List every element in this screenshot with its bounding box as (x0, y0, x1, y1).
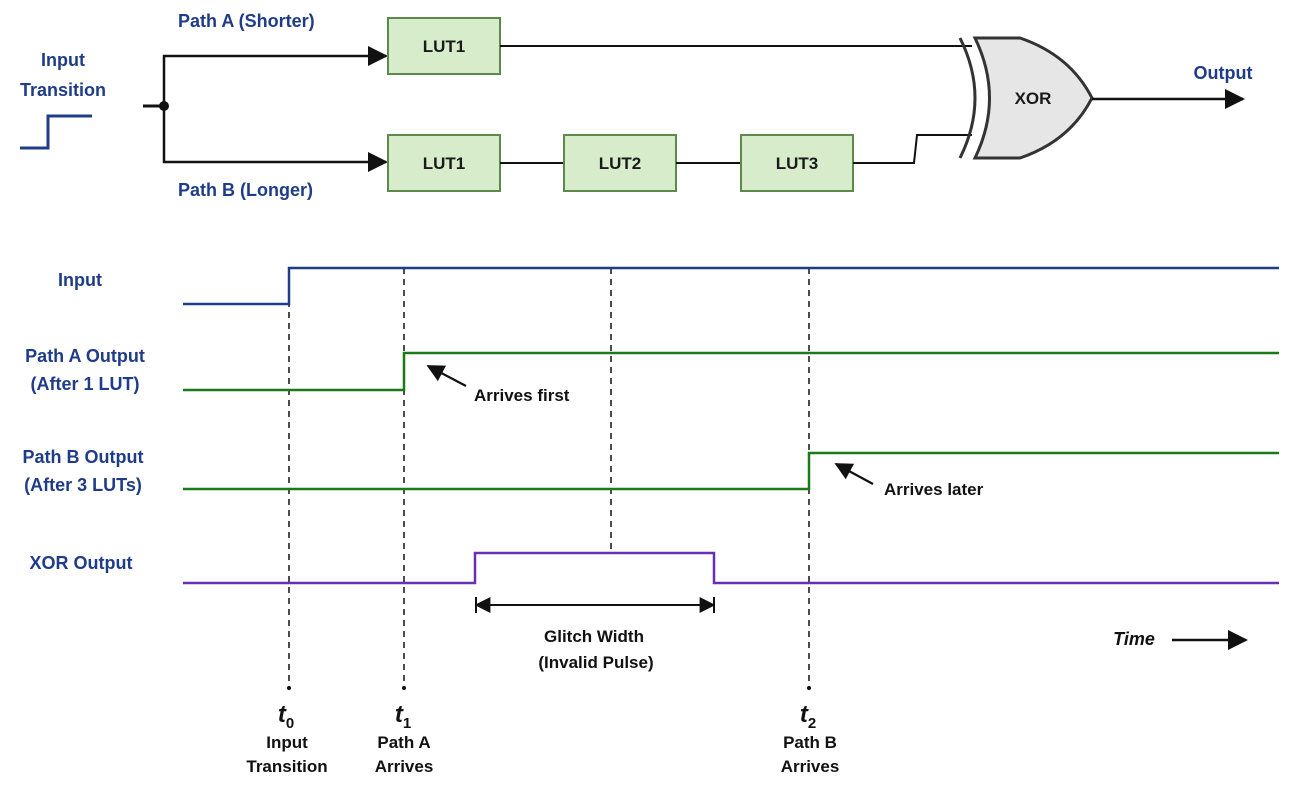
svg-text:t1: t1 (395, 701, 411, 732)
t0-caption-line2: Transition (246, 757, 327, 776)
t1-marker: t1 Path A Arrives (375, 701, 434, 776)
input-transition-label-line1: Input (41, 50, 85, 70)
step-waveform-icon (20, 114, 92, 150)
arrives-first-label: Arrives first (474, 386, 570, 405)
t2-caption-line2: Arrives (781, 757, 840, 776)
t2-symbol: t (800, 701, 809, 728)
path-a-lut1-label: LUT1 (423, 37, 466, 56)
path-a-wire-in (162, 46, 388, 106)
svg-text:t0: t0 (278, 701, 294, 732)
path-a-output-label-line1: Path A Output (25, 346, 145, 366)
time-axis-label: Time (1113, 629, 1155, 649)
timing-diagram: Input Path A Output (After 1 LUT) Path B… (23, 266, 1279, 776)
arrives-later-label: Arrives later (884, 480, 984, 499)
path-b-output-waveform (183, 451, 1279, 491)
xor-gate-body (972, 36, 1094, 160)
path-a-output-waveform (183, 351, 1279, 392)
glitch-width-label-line2: (Invalid Pulse) (538, 653, 653, 672)
path-b-lut2-label: LUT2 (599, 154, 642, 173)
path-a-output-label-line2: (After 1 LUT) (31, 374, 140, 394)
path-b-lut3-label: LUT3 (776, 154, 819, 173)
path-b-output-label-line2: (After 3 LUTs) (24, 475, 142, 495)
xor-gate: XOR (958, 36, 1094, 160)
t2-subscript: 2 (808, 715, 816, 732)
t0-symbol: t (278, 701, 287, 728)
path-b-lut1-box (387, 134, 501, 192)
input-signal-label: Input (58, 270, 102, 290)
arrives-first-arrow (426, 365, 467, 387)
t0-caption-line1: Input (266, 733, 308, 752)
path-b-wire-out (853, 134, 972, 164)
t1-symbol: t (395, 701, 404, 728)
output-label: Output (1194, 63, 1253, 83)
t2-marker-dot (807, 686, 811, 690)
input-transition-label-line2: Transition (20, 80, 106, 100)
path-b-label: Path B (Longer) (178, 180, 313, 200)
t0-marker-dot (287, 686, 291, 690)
xor-gate-label: XOR (1015, 89, 1052, 108)
path-b-lut3-box (740, 134, 854, 192)
svg-text:t2: t2 (800, 701, 816, 732)
xor-output-label: XOR Output (30, 553, 133, 573)
xor-gate-input-arc (958, 37, 977, 159)
path-b-lut1-label: LUT1 (423, 154, 466, 173)
path-a-label: Path A (Shorter) (178, 11, 315, 31)
xor-output-waveform (183, 551, 1279, 585)
t0-subscript: 0 (286, 715, 294, 732)
arrives-later-arrow (834, 463, 874, 485)
glitch-width-label-line1: Glitch Width (544, 627, 644, 646)
path-b-wire-in (162, 106, 388, 172)
circuit-schematic: Input Transition Path A (Shorter) LUT1 P… (20, 11, 1253, 200)
t2-marker: t2 Path B Arrives (781, 701, 840, 776)
t0-marker: t0 Input Transition (246, 701, 327, 776)
t1-caption-line2: Arrives (375, 757, 434, 776)
t1-subscript: 1 (403, 715, 411, 732)
t1-caption-line1: Path A (377, 733, 430, 752)
t2-caption-line1: Path B (783, 733, 837, 752)
input-waveform (183, 266, 1279, 306)
t1-marker-dot (402, 686, 406, 690)
path-b-output-label-line1: Path B Output (23, 447, 144, 467)
path-b-lut2-box (563, 134, 677, 192)
